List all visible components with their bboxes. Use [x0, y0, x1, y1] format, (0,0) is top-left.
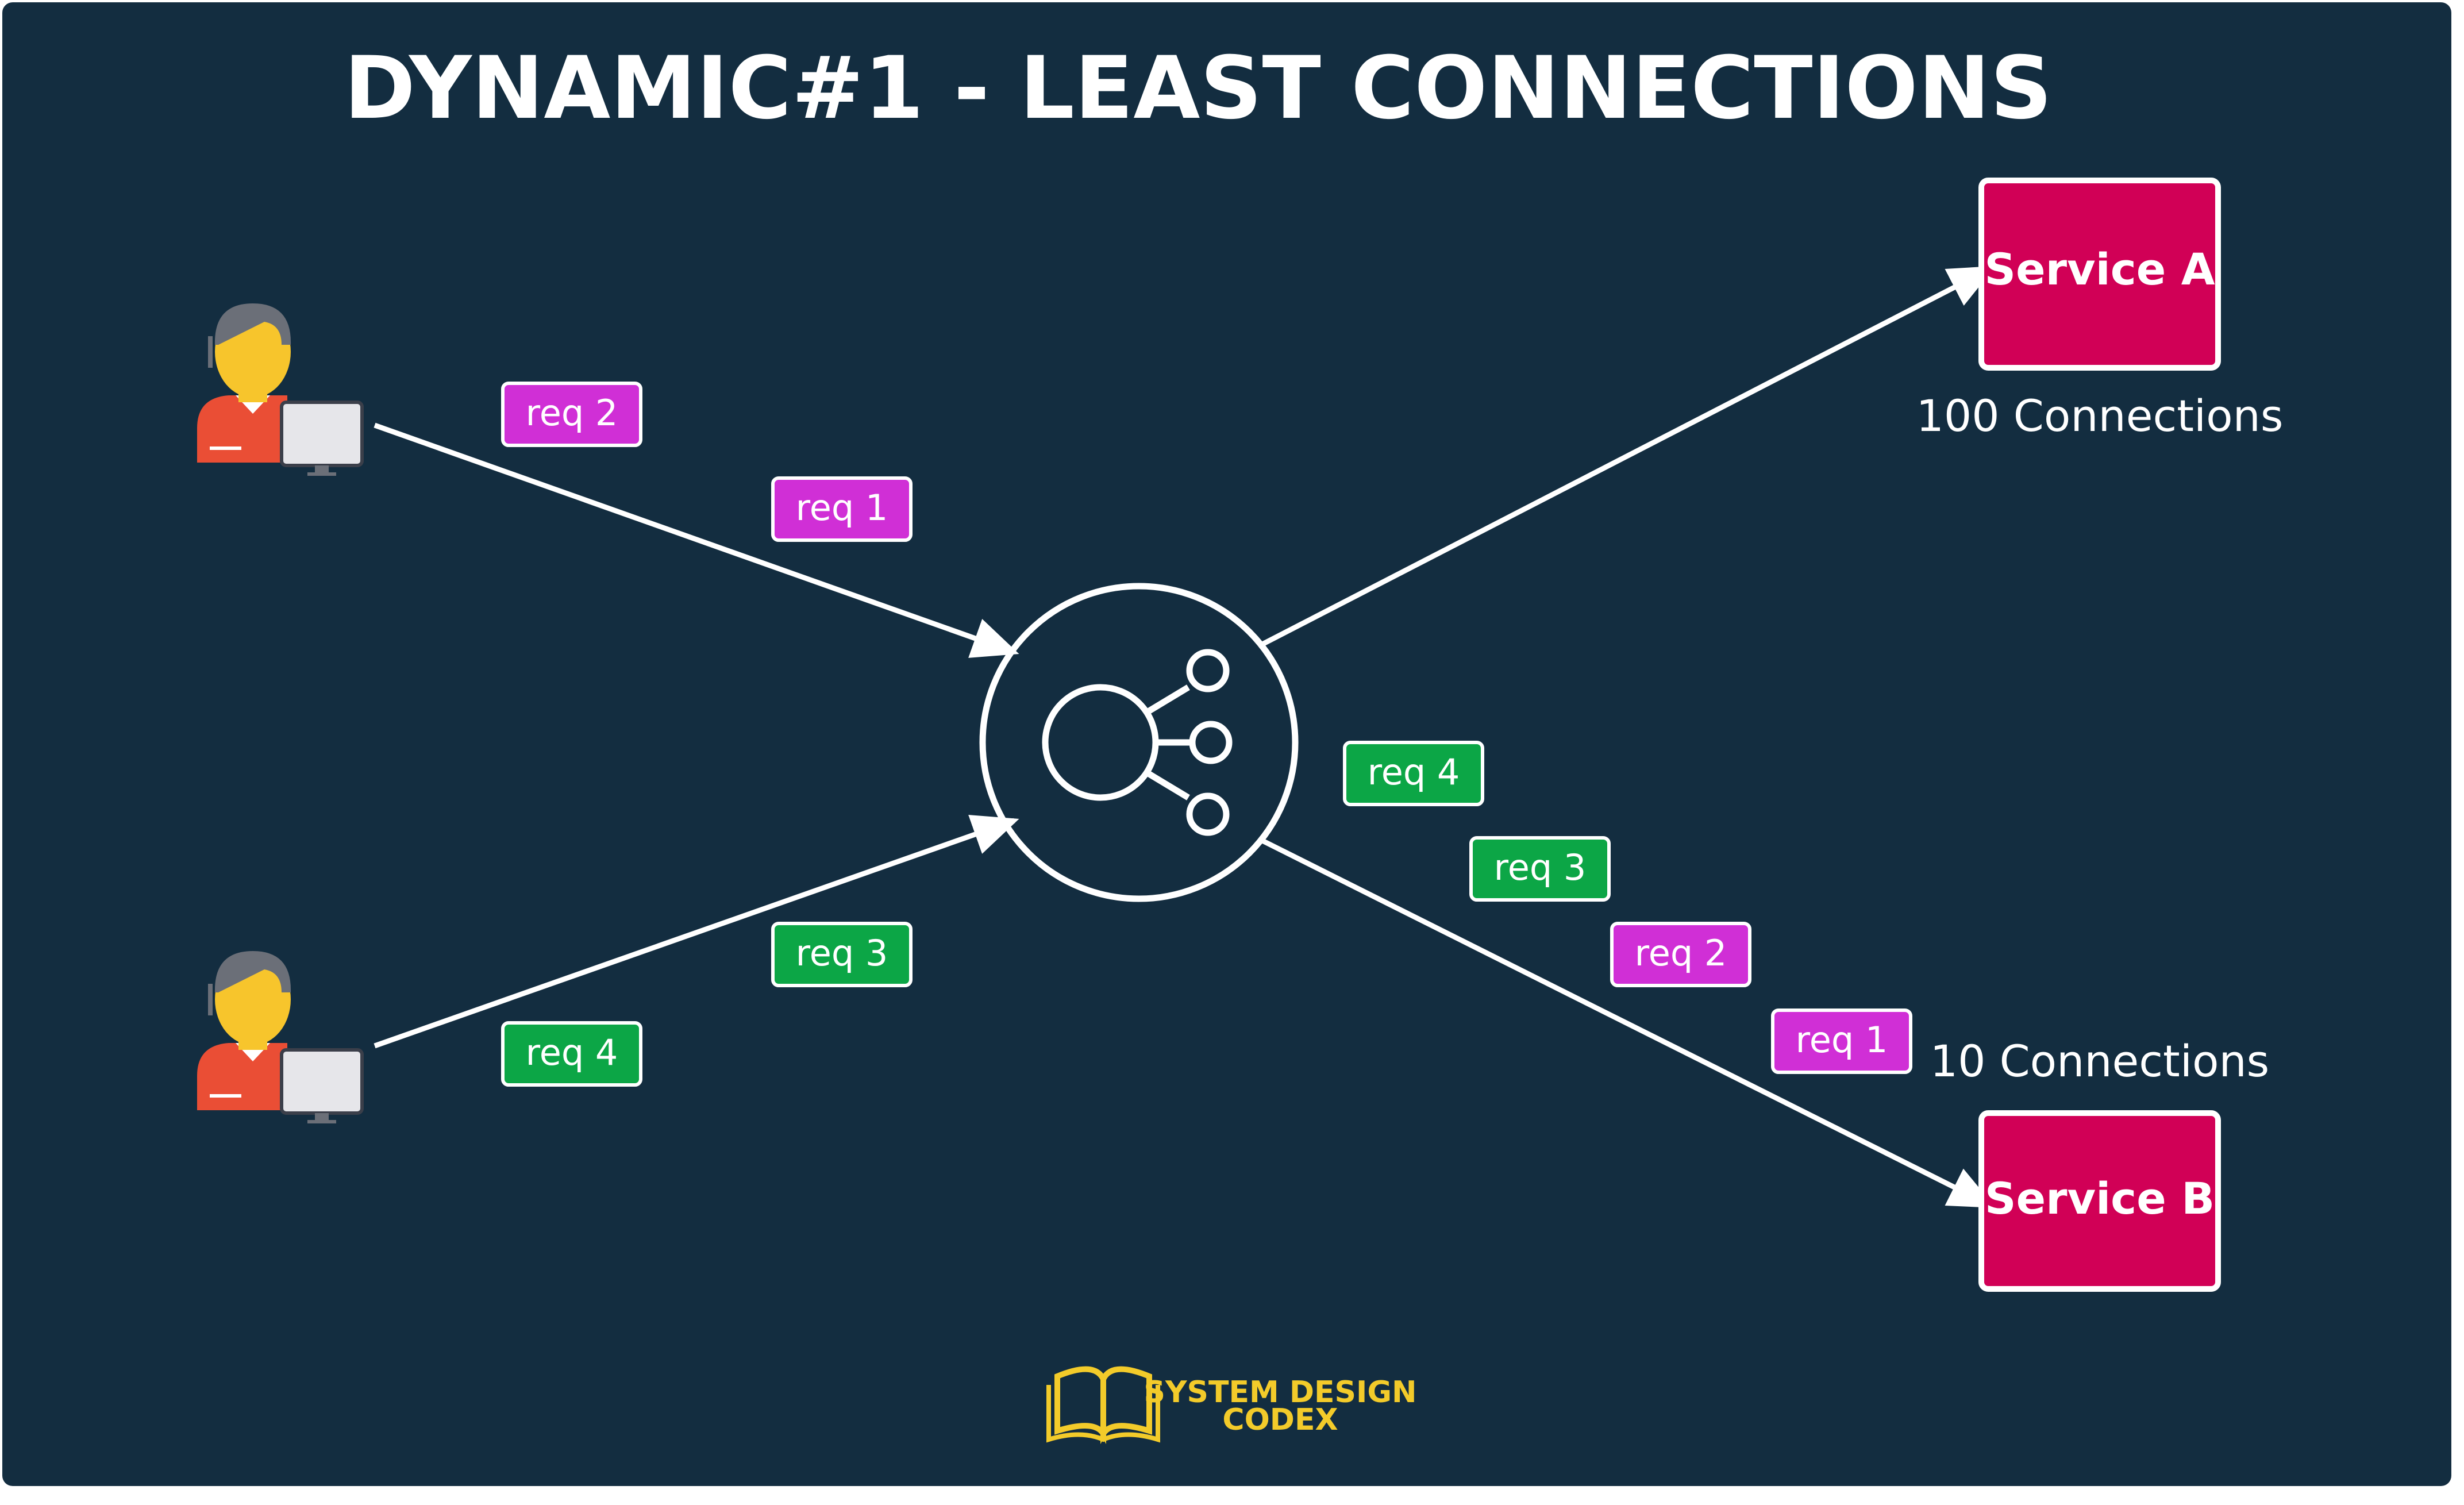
- service-b-connections: 10 Connections: [1930, 1036, 2269, 1087]
- svg-text:req 1: req 1: [796, 487, 888, 529]
- service-a-node: Service A: [1978, 178, 2221, 371]
- service-a-connections: 100 Connections: [1916, 390, 2284, 441]
- diagram-title: DYNAMIC#1 - LEAST CONNECTIONS: [344, 39, 2053, 138]
- request-tag: req 4: [1343, 741, 1484, 806]
- client-2-user-at-computer-icon: [197, 951, 364, 1123]
- logo-line-1: SYSTEM DESIGN: [1144, 1375, 1416, 1410]
- edge-lb-to-service-a: [1260, 265, 1996, 647]
- svg-text:req 4: req 4: [1368, 751, 1460, 793]
- request-tag: req 2: [1610, 922, 1751, 987]
- svg-text:req 2: req 2: [526, 392, 618, 434]
- open-book-icon: [1046, 1366, 1160, 1445]
- svg-text:req 3: req 3: [1494, 846, 1587, 888]
- svg-text:req 4: req 4: [526, 1031, 618, 1073]
- load-balancer-hub-icon: [979, 583, 1299, 902]
- client-1-user-at-computer-icon: [197, 303, 364, 476]
- request-tag: req 1: [1771, 1009, 1912, 1074]
- edge-client1-to-lb: [374, 422, 1019, 658]
- svg-text:req 3: req 3: [796, 932, 888, 974]
- request-tag: req 3: [1469, 836, 1611, 902]
- logo-line-2: CODEX: [1222, 1403, 1338, 1437]
- service-b-node: Service B: [1978, 1110, 2221, 1292]
- svg-text:req 1: req 1: [1796, 1019, 1888, 1061]
- request-tag: req 2: [501, 382, 642, 447]
- request-tag: req 4: [501, 1021, 642, 1087]
- svg-text:req 2: req 2: [1635, 932, 1727, 974]
- edge-lb-to-service-b: [1260, 837, 1996, 1208]
- system-design-codex-logo: SYSTEM DESIGN CODEX: [1046, 1366, 1417, 1445]
- request-tag: req 3: [771, 922, 913, 987]
- service-b-label: Service B: [1985, 1173, 2215, 1224]
- request-tag: req 1: [771, 476, 913, 542]
- edge-client2-to-lb: [374, 814, 1019, 1049]
- service-a-label: Service A: [1984, 244, 2215, 295]
